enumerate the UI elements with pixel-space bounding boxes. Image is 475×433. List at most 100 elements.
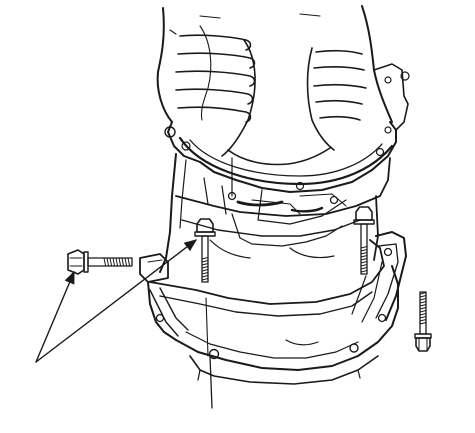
- bolt-washer: [194, 231, 216, 237]
- adapter-bolt-hole: [329, 195, 339, 205]
- bolt-head: [415, 337, 431, 352]
- bolt-thread: [201, 266, 209, 269]
- bolt-thread: [201, 272, 209, 275]
- bolt-thread: [201, 269, 209, 272]
- engine-rib-guide: [199, 25, 212, 121]
- bolt-vertical-right-lower: [414, 291, 432, 352]
- bolt-thread: [419, 313, 427, 316]
- bolt-thread: [419, 322, 427, 325]
- adapter-right-wall: [373, 195, 379, 261]
- flange-bolt-boss: [375, 147, 385, 157]
- bolt-thread: [118, 257, 122, 267]
- engine-rib-left: [175, 88, 254, 105]
- pan-left-edge: [147, 281, 177, 341]
- callout-arrows: [35, 239, 198, 363]
- bolt-thread: [419, 307, 427, 310]
- bolt-thread: [360, 267, 368, 270]
- bolt-thread: [419, 295, 427, 298]
- transmission-left-edge: [156, 7, 173, 123]
- bolt-head: [67, 249, 85, 275]
- bolt-vertical-center: [194, 218, 216, 283]
- bolt-thread: [360, 255, 368, 258]
- arrow-to-horizontal-bolt: [35, 270, 75, 363]
- bolt-thread: [201, 275, 209, 278]
- transmission-boss-hole: [400, 71, 410, 81]
- bolt-thread: [419, 301, 427, 304]
- transmission-detail: [169, 13, 321, 35]
- bolt-thread: [124, 257, 128, 267]
- bolt-thread: [360, 249, 368, 252]
- bolt-thread: [106, 257, 110, 267]
- bolt-thread: [360, 246, 368, 249]
- bolt-thread: [419, 310, 427, 313]
- bolt-thread: [201, 278, 209, 281]
- bolt-thread: [419, 316, 427, 319]
- pan-right-rib: [351, 275, 367, 315]
- arrow-shaft: [35, 271, 75, 363]
- bolt-thread: [112, 257, 116, 267]
- arrow-to-vertical-bolt: [35, 239, 198, 363]
- engine-rib-right-edge: [306, 47, 335, 151]
- pan-left-boss-detail: [147, 259, 163, 263]
- adapter-plate: [159, 153, 391, 273]
- bolt-thread: [360, 261, 368, 264]
- pan-bottom-inner: [185, 331, 359, 359]
- flange-bolt-boss: [181, 141, 191, 151]
- transmission-boss-hole: [384, 76, 392, 84]
- transmission-case: [156, 5, 410, 193]
- engine-rib-right: [313, 65, 365, 71]
- bolt-thread: [103, 257, 107, 267]
- bolt-thread: [419, 319, 427, 322]
- flange-bolt-boss: [164, 126, 176, 138]
- bolt-head-face: [418, 337, 428, 351]
- pan-right-bracket: [375, 231, 407, 321]
- engine-rib-right: [313, 83, 367, 89]
- pan-skirt-tab: [197, 369, 361, 381]
- adapter-mid-face: [181, 219, 361, 237]
- bolt-shank: [360, 223, 368, 275]
- adapter-web: [231, 213, 343, 247]
- transmission-right-step: [373, 63, 409, 131]
- arrow-head: [183, 239, 198, 252]
- adapter-dark-rib: [290, 206, 324, 213]
- bolt-thread: [419, 292, 427, 295]
- bolt-thread: [360, 270, 368, 273]
- bolt-washer: [414, 333, 432, 339]
- engine-rib-left: [177, 106, 252, 123]
- bolt-thread: [201, 257, 209, 260]
- bolt-horizontal-left: [67, 249, 133, 275]
- pan-right-rib: [361, 261, 383, 323]
- adapter-web: [289, 247, 335, 259]
- adapter-web: [209, 239, 251, 259]
- bolt-shank: [201, 235, 209, 283]
- pan-bolt-hole: [208, 348, 220, 360]
- bolt-thread: [419, 298, 427, 301]
- bolt-shank: [87, 257, 133, 267]
- engine-rib-right: [315, 49, 363, 55]
- engine-rib-right: [319, 115, 361, 121]
- adapter-left-wall: [159, 153, 177, 273]
- pan-bolt-hole: [377, 313, 387, 323]
- pan-bottom-edge: [175, 265, 399, 371]
- bolt-thread: [360, 264, 368, 267]
- pan-right-bracket-inner: [375, 243, 399, 319]
- arrow-shaft: [35, 239, 197, 363]
- bolt-thread: [109, 257, 113, 267]
- engine-rib-left-edge: [221, 39, 256, 157]
- line-art: [35, 5, 432, 409]
- engine-center-trough: [227, 147, 331, 166]
- pan-bolt-hole: [383, 247, 393, 257]
- pan-drain-contour: [285, 339, 319, 346]
- bolt-vertical-right: [353, 206, 375, 275]
- bolt-thread: [360, 252, 368, 255]
- bolt-thread: [127, 257, 131, 267]
- engine-rib-right: [315, 99, 363, 105]
- pan-guide-line: [209, 355, 213, 409]
- bolt-washer: [353, 219, 375, 225]
- adapter-left-inner: [179, 159, 187, 229]
- pan-bolt-hole: [155, 313, 165, 323]
- bolt-thread: [115, 257, 119, 267]
- pan-rim-top: [149, 239, 385, 305]
